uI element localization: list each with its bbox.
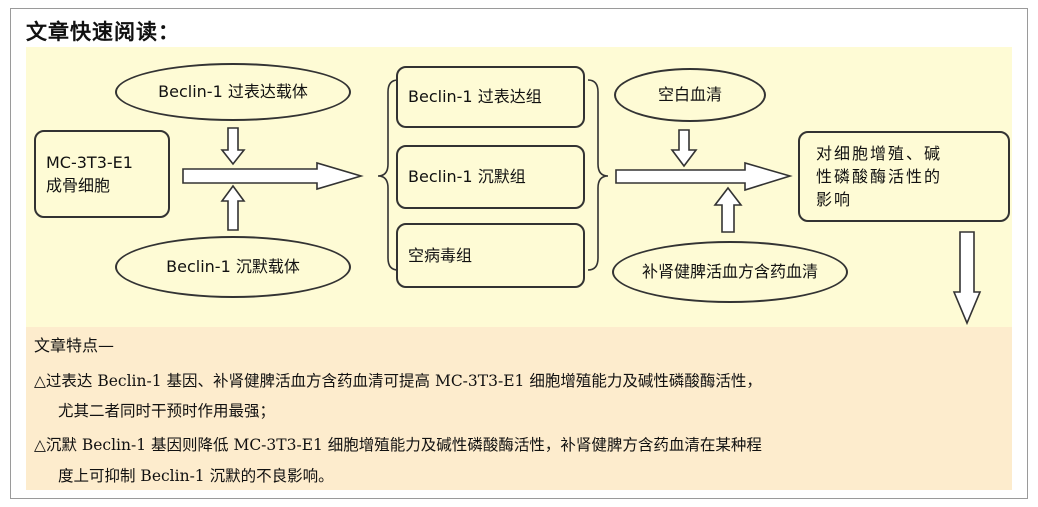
features-title: 文章特点— [34, 336, 115, 355]
right-arrow-icon [182, 161, 364, 191]
cell-line-node: MC-3T3-E1 成骨细胞 [34, 130, 170, 218]
feature-line: 尤其二者同时干预时作用最强； [58, 402, 276, 420]
up-arrow-icon [713, 186, 743, 233]
right-arrow-icon [615, 161, 793, 192]
feature-line: △过表达 Beclin-1 基因、补肾健脾活血方含药血清可提高 MC-3T3-E… [34, 372, 762, 390]
blank-serum-node: 空白血清 [614, 68, 766, 122]
left-brace-icon [377, 79, 399, 271]
group-silencing-node: Beclin-1 沉默组 [396, 145, 585, 209]
group-empty-virus-node: 空病毒组 [396, 223, 585, 288]
down-arrow-icon [220, 127, 246, 166]
page-title: 文章快速阅读： [26, 20, 180, 44]
outcome-node: 对细胞增殖、碱 性磷酸酶活性的 影响 [798, 131, 1010, 222]
herbal-serum-node: 补肾健脾活血方含药血清 [612, 241, 848, 303]
silencing-vector-node: Beclin-1 沉默载体 [115, 236, 351, 298]
down-arrow-icon [952, 231, 982, 326]
group-overexpression-node: Beclin-1 过表达组 [396, 66, 585, 128]
overexpression-vector-node: Beclin-1 过表达载体 [115, 63, 351, 121]
feature-line: 度上可抑制 Beclin-1 沉默的不良影响。 [58, 467, 334, 485]
up-arrow-icon [220, 184, 246, 231]
down-arrow-icon [670, 129, 698, 168]
right-brace-icon [587, 79, 609, 271]
features-panel [26, 327, 1012, 490]
feature-line: △沉默 Beclin-1 基因则降低 MC-3T3-E1 细胞增殖能力及碱性磷酸… [34, 436, 762, 454]
